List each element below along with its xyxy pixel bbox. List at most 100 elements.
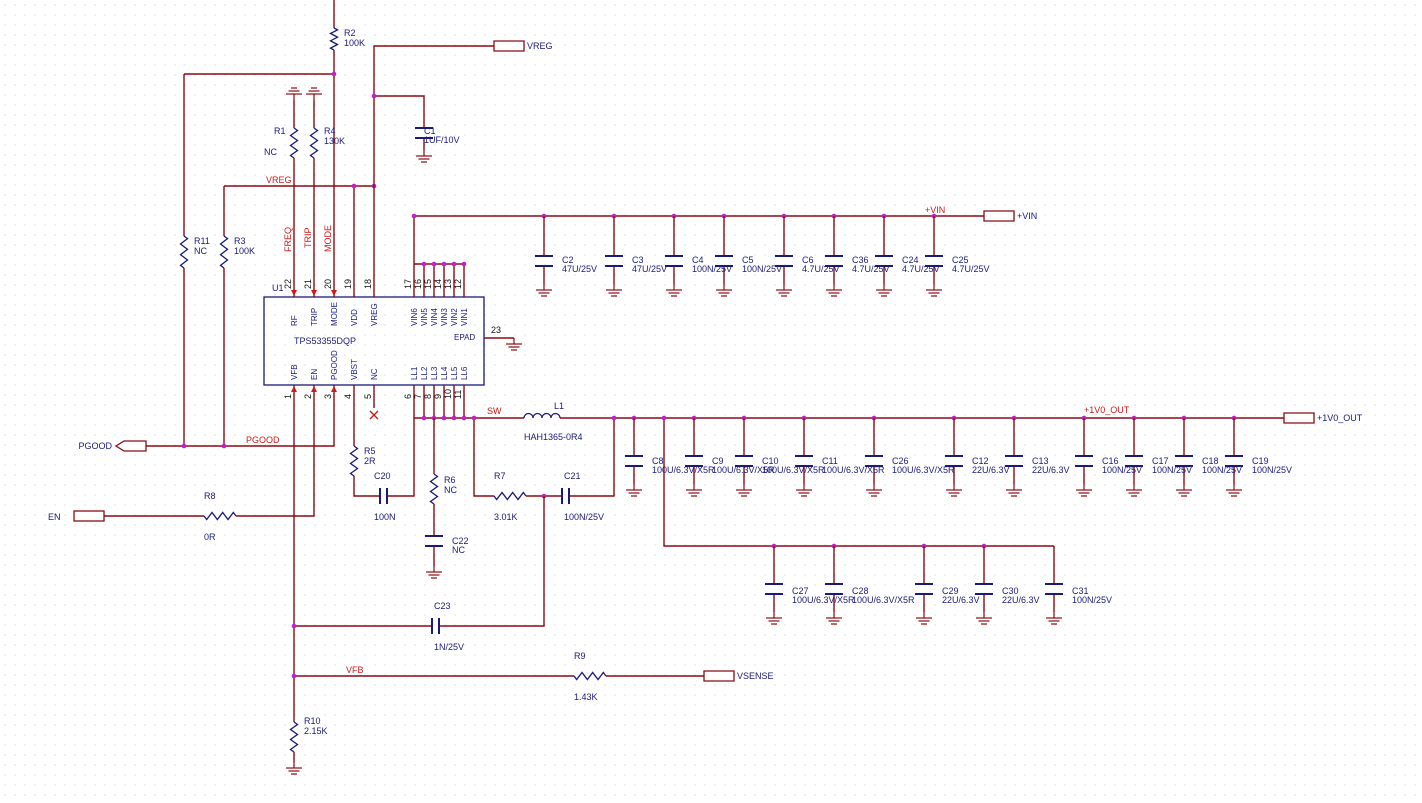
- parts: U1TPS53355DQP22RF21TRIP20MODE19VDD18VREG…: [48, 27, 1363, 775]
- pin-number: 3: [323, 394, 333, 399]
- pin-arrow: [311, 290, 317, 296]
- junction-dot: [411, 213, 417, 219]
- pin-name: VIN4: [430, 308, 439, 326]
- cap-value: 100N: [374, 512, 396, 522]
- cap-ref: C11: [822, 456, 838, 466]
- pin-number: 23: [491, 325, 501, 335]
- junction-dot: [181, 443, 187, 449]
- junction-dot: [221, 443, 227, 449]
- pin-name: VIN3: [440, 308, 449, 326]
- resistor-value: 3.01K: [494, 512, 518, 522]
- pin-number: 9: [433, 394, 443, 399]
- ground-symbol: [976, 612, 992, 625]
- cap-ref: C25: [952, 255, 969, 265]
- junction-dot: [441, 415, 447, 421]
- cap-value: 100U/6.3V/X5R: [892, 465, 955, 475]
- capacitor-c6: C64.7U/25V: [775, 255, 840, 274]
- ground-symbol: [1226, 484, 1242, 497]
- wire: [353, 476, 380, 497]
- pin-name: VFB: [290, 364, 299, 380]
- cap-value: 100N/25V: [1152, 465, 1192, 475]
- port-1v0-out: +1V0_OUT: [1283, 412, 1363, 424]
- pin-number: 21: [303, 279, 313, 289]
- pin-number: 5: [363, 394, 373, 399]
- pin-number: 11: [453, 390, 463, 399]
- pin-name: LL6: [460, 366, 469, 380]
- ground-symbol: [736, 484, 752, 497]
- cap-ref: C1: [424, 126, 436, 136]
- resistor-r7: R73.01K: [493, 471, 527, 522]
- cap-value: 100U/6.3V/X5R: [852, 595, 915, 605]
- junction-dot: [331, 71, 337, 77]
- wire: [373, 45, 494, 274]
- ground-symbol: [916, 612, 932, 625]
- cap-value: 100N/25V: [742, 264, 782, 274]
- port-label: +VIN: [1017, 211, 1037, 221]
- cap-ref: C31: [1072, 586, 1089, 596]
- cap-value: 22U/6.3V: [942, 595, 980, 605]
- port-shape: [493, 40, 525, 52]
- cap-value: 22U/6.3V: [1002, 595, 1040, 605]
- ground-symbol: [506, 338, 522, 351]
- pin-name: LL1: [410, 366, 419, 380]
- cap-value: 100N/25V: [1252, 465, 1292, 475]
- net-label-sw: SW: [487, 406, 502, 416]
- resistor-body: [573, 671, 607, 681]
- resistor-value: 100K: [344, 38, 365, 48]
- pin-number: 19: [343, 279, 353, 289]
- pin-name: VIN1: [460, 308, 469, 326]
- resistor-value: 0R: [204, 532, 216, 542]
- pin-name: VIN6: [410, 308, 419, 326]
- port-pgood: PGOOD: [78, 440, 147, 452]
- cap-value: 100N/25V: [692, 264, 732, 274]
- cap-value: 100U/6.3V/X5R: [762, 465, 825, 475]
- pin-arrow: [311, 386, 317, 392]
- pin-name: EPAD: [454, 333, 475, 342]
- cap-ref: C8: [652, 456, 664, 466]
- ground-symbol: [826, 612, 842, 625]
- pin-name: LL4: [440, 366, 449, 380]
- capacitor-c21: C21 100N/25V: [561, 471, 604, 522]
- resistor-r9: R91.43K: [573, 651, 607, 702]
- cap-value: 4.7U/25V: [852, 264, 890, 274]
- port-label: EN: [48, 512, 61, 522]
- port-shape: [1283, 412, 1315, 424]
- wire: [439, 496, 545, 627]
- ground-symbol: [536, 284, 552, 297]
- pin-name: MODE: [330, 302, 339, 326]
- cap-ref: C29: [942, 586, 959, 596]
- junction-dot: [661, 415, 667, 421]
- wire: [124, 408, 335, 447]
- pin-arrow: [291, 386, 297, 392]
- cap-ref: C21: [564, 471, 581, 481]
- cap-value: 100U/6.3V/X5R: [712, 465, 775, 475]
- pin-number: 18: [363, 279, 373, 289]
- ground-symbol: [626, 484, 642, 497]
- cap-value: 100N/25V: [564, 512, 604, 522]
- resistor-body: [289, 721, 299, 753]
- cap-value: 100U/6.3V/X5R: [652, 465, 715, 475]
- port-vreg: VREG: [493, 40, 553, 52]
- cap-value: 1UF/10V: [424, 135, 460, 145]
- junction-dot: [421, 415, 427, 421]
- net-label-pgood: PGOOD: [246, 435, 280, 445]
- cap-ref: C28: [852, 586, 869, 596]
- junction-dot: [471, 415, 477, 421]
- pin-name: LL5: [450, 366, 459, 380]
- pin-number: 4: [343, 394, 353, 399]
- wire: [569, 418, 615, 497]
- resistor-body: [179, 235, 189, 269]
- cap-ref: C13: [1032, 456, 1049, 466]
- cap-ref: C5: [742, 255, 754, 265]
